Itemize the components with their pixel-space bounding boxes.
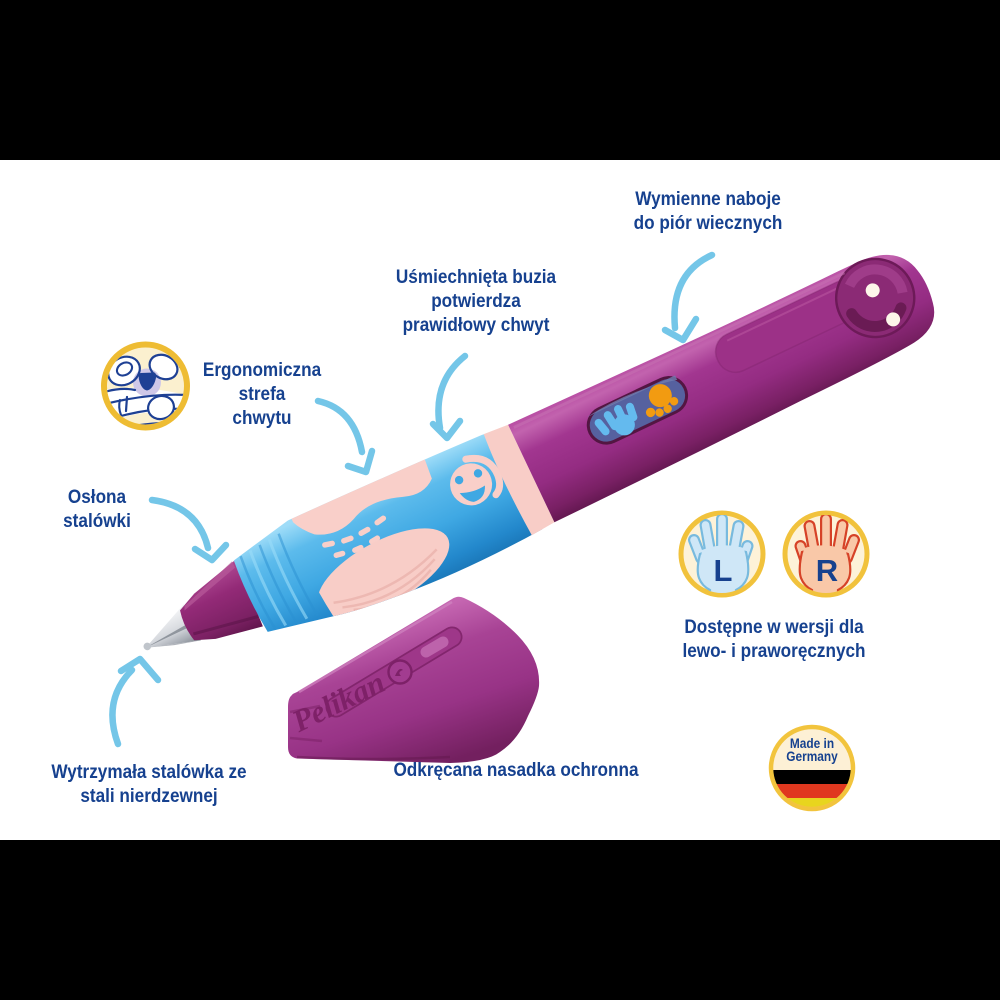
svg-text:R: R [816,553,838,588]
svg-text:L: L [714,553,733,588]
